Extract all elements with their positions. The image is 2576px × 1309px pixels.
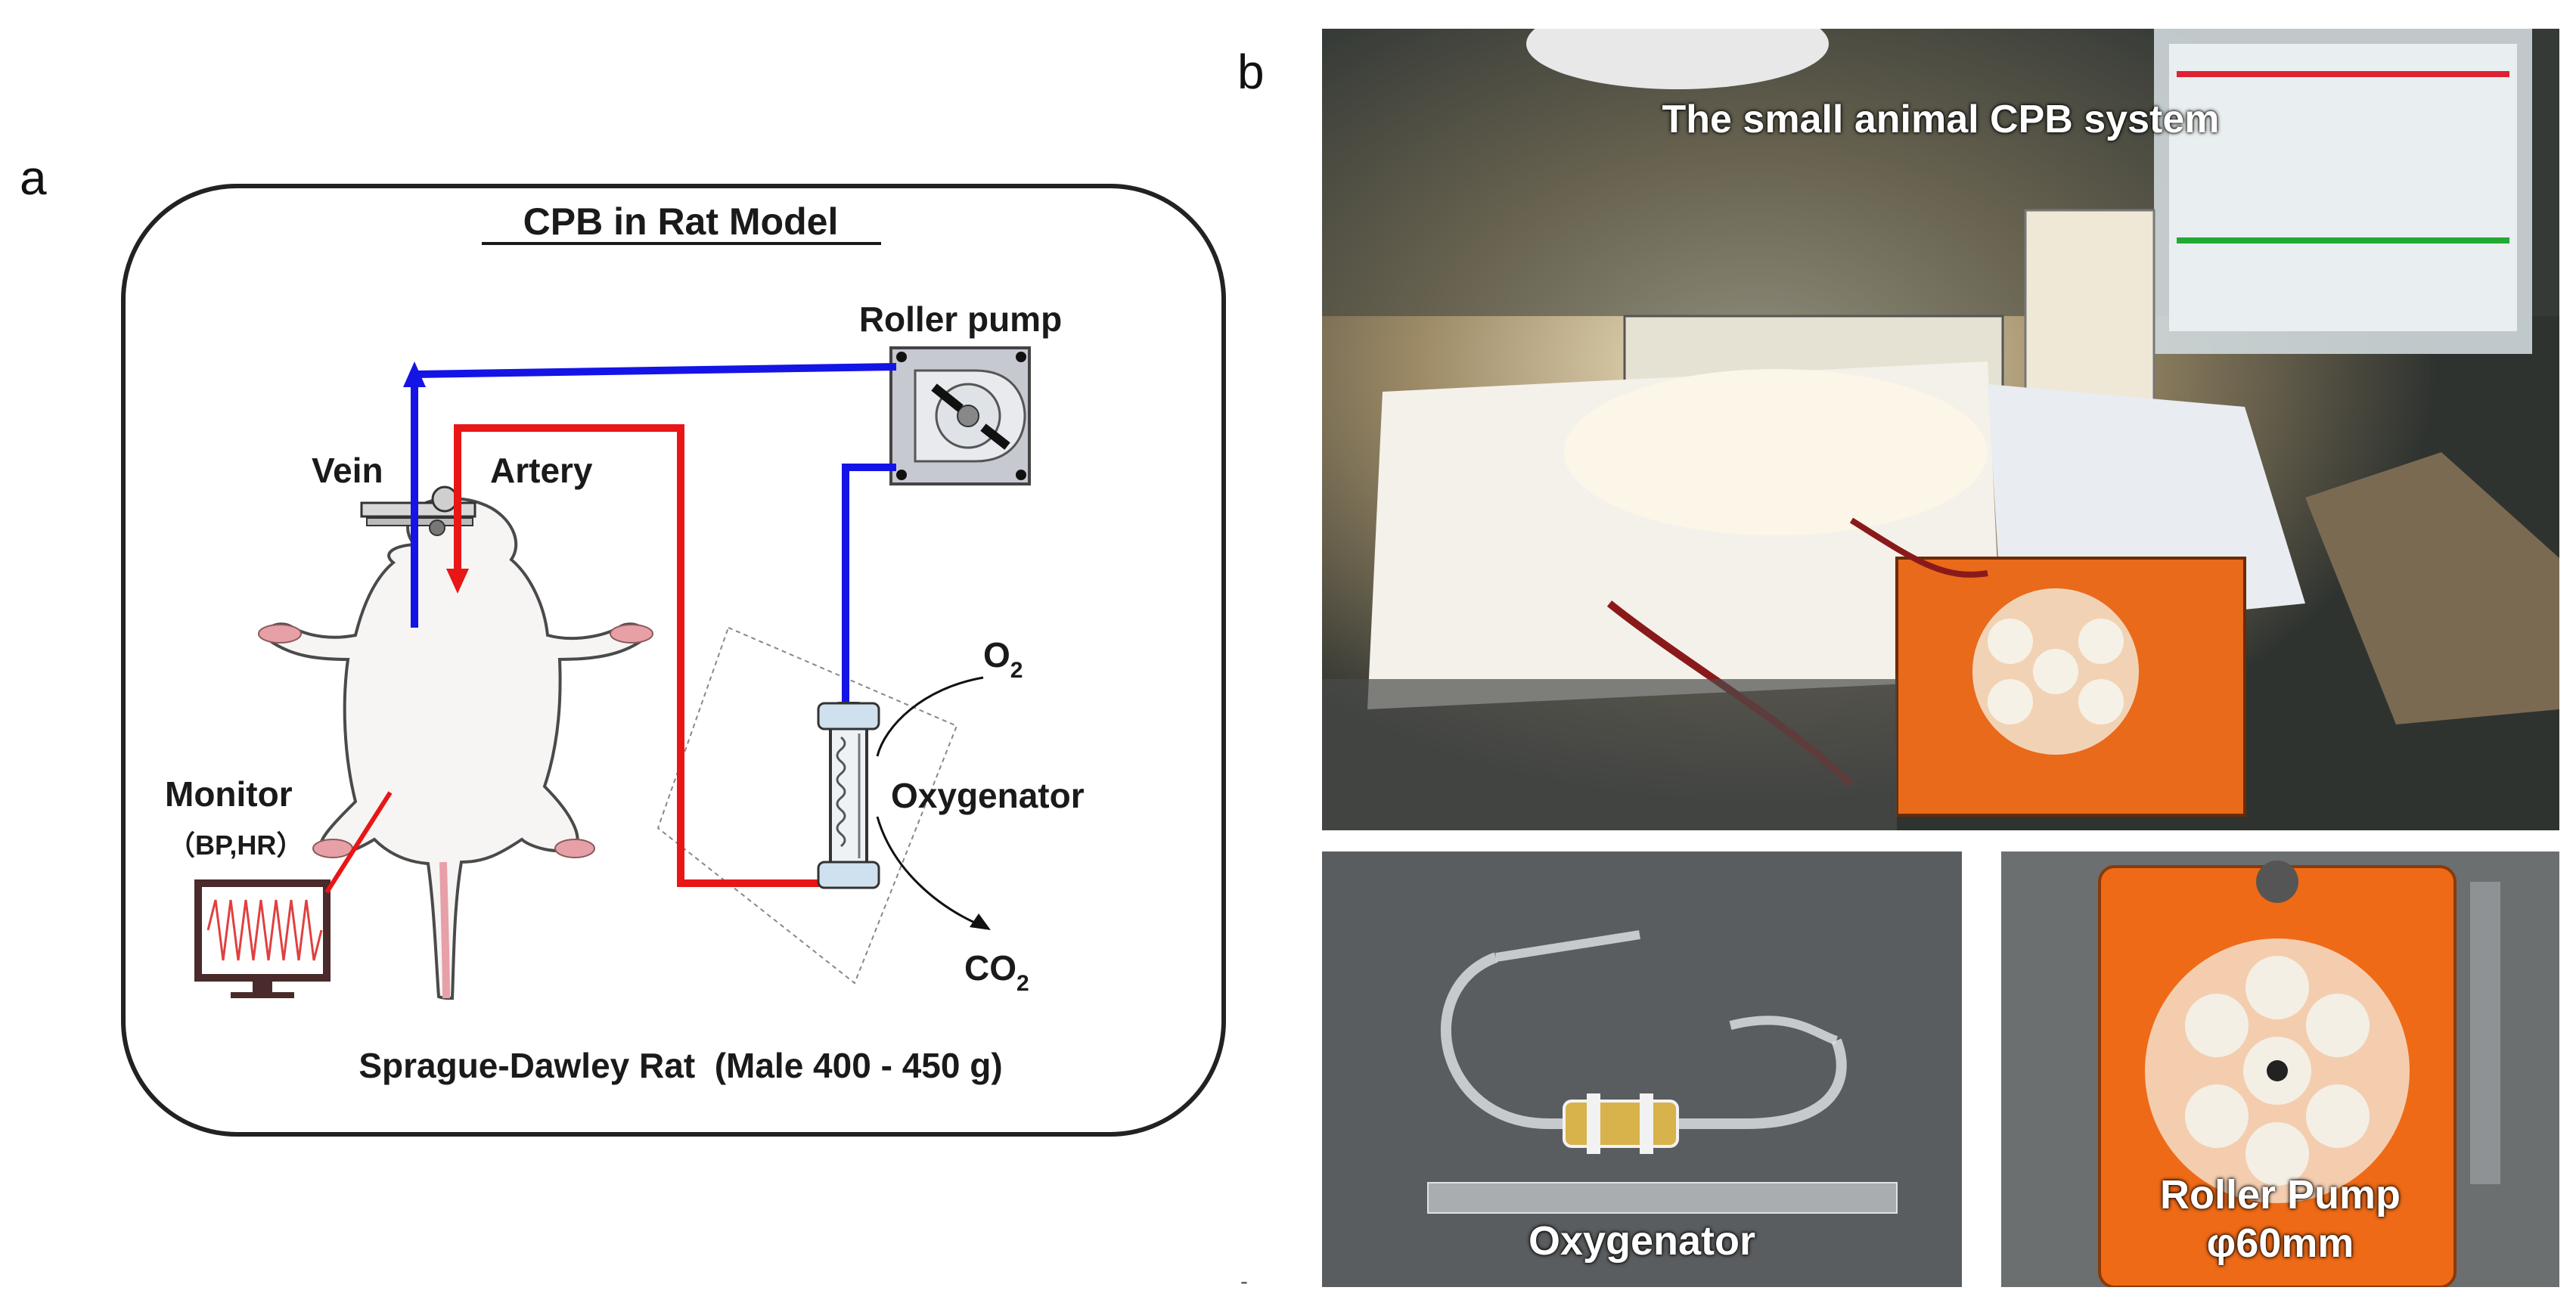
pump-to-oxygenator-line [842, 464, 896, 707]
bottom-mark: - [1240, 1269, 1248, 1294]
co2-arrowhead [970, 914, 991, 930]
diagram-title: CPB in Rat Model [523, 200, 839, 243]
cpb-rat-model-diagram: CPB in Rat Model [121, 184, 1226, 1137]
venous-arrowhead [403, 361, 426, 387]
co2-subscript: 2 [1016, 971, 1029, 996]
rat-caption: Sprague-Dawley Rat (Male 400 - 450 g) [358, 1046, 1002, 1085]
cpb-system-photo [1322, 29, 2559, 830]
o2-label: O2 [983, 635, 1023, 683]
artery-label: Artery [490, 451, 593, 490]
roller-pump-icon [889, 346, 1031, 485]
arterial-arrowhead [446, 569, 469, 594]
panel-a-letter: a [20, 150, 47, 205]
oxygenator-dashed-outline [656, 626, 958, 985]
cpb-system-photo-caption: The small animal CPB system [1662, 98, 2220, 141]
co2-label: CO2 [964, 948, 1029, 996]
roller-pump-caption-line2: φ60mm [2206, 1221, 2354, 1266]
oxygenator-label: Oxygenator [891, 776, 1085, 815]
roller-pump-photo-caption: Roller Pump φ60mm [2001, 1171, 2559, 1267]
roller-pump-caption-line1: Roller Pump [2159, 1172, 2401, 1217]
roller-pump-photo [2001, 851, 2559, 1287]
panel-b-letter: b [1237, 45, 1265, 99]
oxygenator-icon [817, 702, 880, 889]
monitor-probe-line [324, 791, 393, 894]
oxygenator-photo [1322, 851, 1962, 1287]
co2-gas-line [876, 816, 984, 928]
roller-pump-label: Roller pump [859, 299, 1062, 339]
oxygenator-photo-caption: Oxygenator [1528, 1218, 1756, 1264]
o2-gas-line [876, 676, 984, 757]
monitor-icon [194, 879, 331, 998]
monitor-label: Monitor [165, 774, 293, 814]
o2-main: O [983, 635, 1010, 675]
arterial-line [454, 424, 840, 887]
vein-label: Vein [312, 451, 383, 490]
monitor-sublabel: （BP,HR） [168, 830, 303, 861]
o2-subscript: 2 [1010, 658, 1023, 683]
co2-main: CO [964, 948, 1016, 988]
